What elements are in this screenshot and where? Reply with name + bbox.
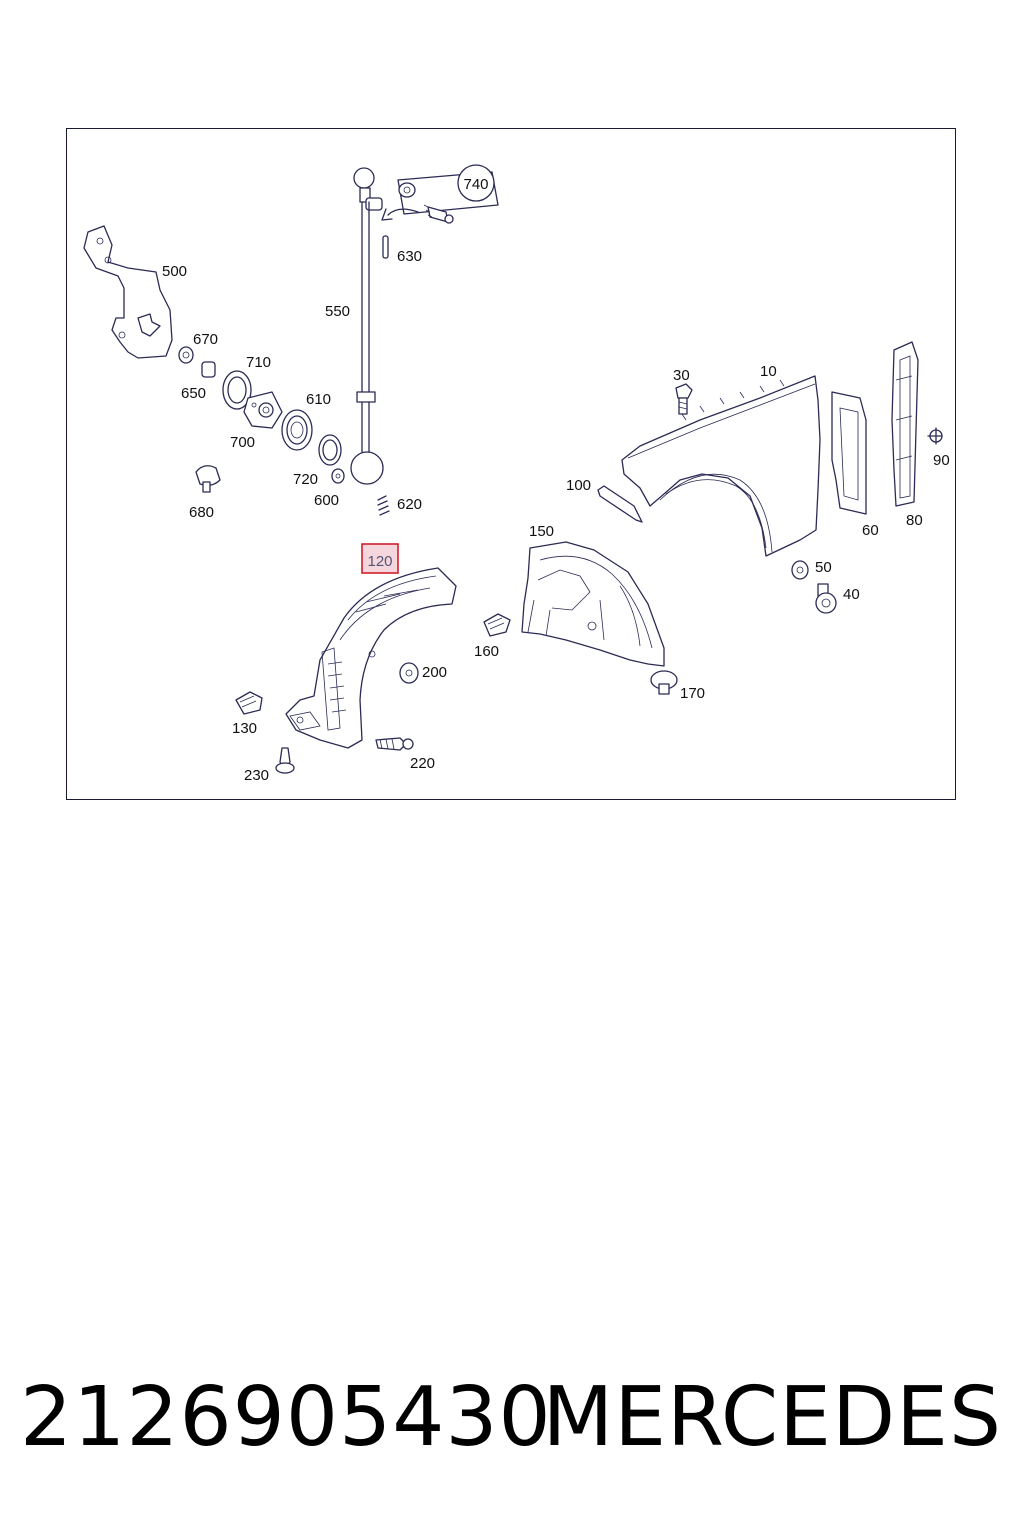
part-160-clip: 160: [474, 613, 511, 660]
brand-name: MERCEDES: [542, 1370, 1002, 1465]
part-630-pin: 630: [382, 235, 422, 265]
callout-680: 680: [189, 504, 214, 521]
callout-100: 100: [566, 477, 591, 494]
callout-710: 710: [246, 354, 271, 371]
footer: 2126905430 MERCEDES: [0, 1368, 1024, 1468]
part-550-rod: 550: [325, 167, 384, 485]
callout-160: 160: [474, 643, 499, 660]
part-710-ring: 710: [222, 354, 271, 410]
part-680-rivet: 680: [189, 465, 221, 521]
callout-670: 670: [193, 331, 218, 348]
callout-170: 170: [680, 685, 705, 702]
callout-720: 720: [293, 471, 318, 488]
part-670-bushing: 670: [178, 331, 218, 364]
callout-80: 80: [906, 512, 923, 529]
part-610-bearing: 610: [281, 391, 331, 451]
part-120-wheel-arch-liner: [285, 567, 457, 749]
callout-50: 50: [815, 559, 832, 576]
callout-90: 90: [933, 452, 950, 469]
part-620-clip: 620: [377, 495, 422, 516]
callout-740: 740: [463, 176, 488, 193]
callout-610: 610: [306, 391, 331, 408]
part-220-rivet: 220: [375, 737, 435, 772]
part-150-liner: 150: [521, 523, 665, 667]
part-170-fastener: 170: [650, 670, 705, 702]
parts-diagram: 740 550 630 500 670 650: [83, 164, 950, 784]
callout-650: 650: [181, 385, 206, 402]
part-700-mount: 700: [230, 391, 283, 451]
diagram-frame: [66, 128, 956, 800]
part-600-washer: 600: [314, 468, 345, 509]
callout-30: 30: [673, 367, 690, 384]
callout-550: 550: [325, 303, 350, 320]
callout-620: 620: [397, 496, 422, 513]
part-10-fender: 10: [621, 363, 821, 557]
callout-130: 130: [232, 720, 257, 737]
part-30-screw: 30: [673, 367, 693, 415]
part-60-panel: 60: [831, 391, 879, 539]
part-500-bracket: 500: [83, 225, 187, 359]
part-720-seal: 720: [293, 434, 342, 488]
part-130-clip: 130: [232, 691, 263, 737]
callout-120: 120: [367, 553, 392, 570]
part-650-sleeve: 650: [181, 361, 216, 402]
part-90-clip: 90: [927, 427, 950, 469]
callout-600: 600: [314, 492, 339, 509]
part-80-pillar: 80: [891, 341, 923, 529]
callout-200: 200: [422, 664, 447, 681]
callout-150: 150: [529, 523, 554, 540]
callout-60: 60: [862, 522, 879, 539]
part-number: 2126905430: [20, 1370, 552, 1465]
part-200-nut: 200: [399, 662, 447, 684]
callout-700: 700: [230, 434, 255, 451]
callout-40: 40: [843, 586, 860, 603]
part-230-pushpin: 230: [244, 747, 295, 784]
callout-230: 230: [244, 767, 269, 784]
part-740-bolt-group: 740: [381, 164, 499, 224]
callout-500: 500: [162, 263, 187, 280]
callout-10: 10: [760, 363, 777, 380]
part-100-strip: 100: [566, 477, 643, 523]
part-50-nut: 50: [791, 559, 832, 580]
callout-220: 220: [410, 755, 435, 772]
part-40-bolt: 40: [815, 583, 860, 614]
callout-630: 630: [397, 248, 422, 265]
callout-120-highlight[interactable]: 120: [361, 543, 399, 574]
